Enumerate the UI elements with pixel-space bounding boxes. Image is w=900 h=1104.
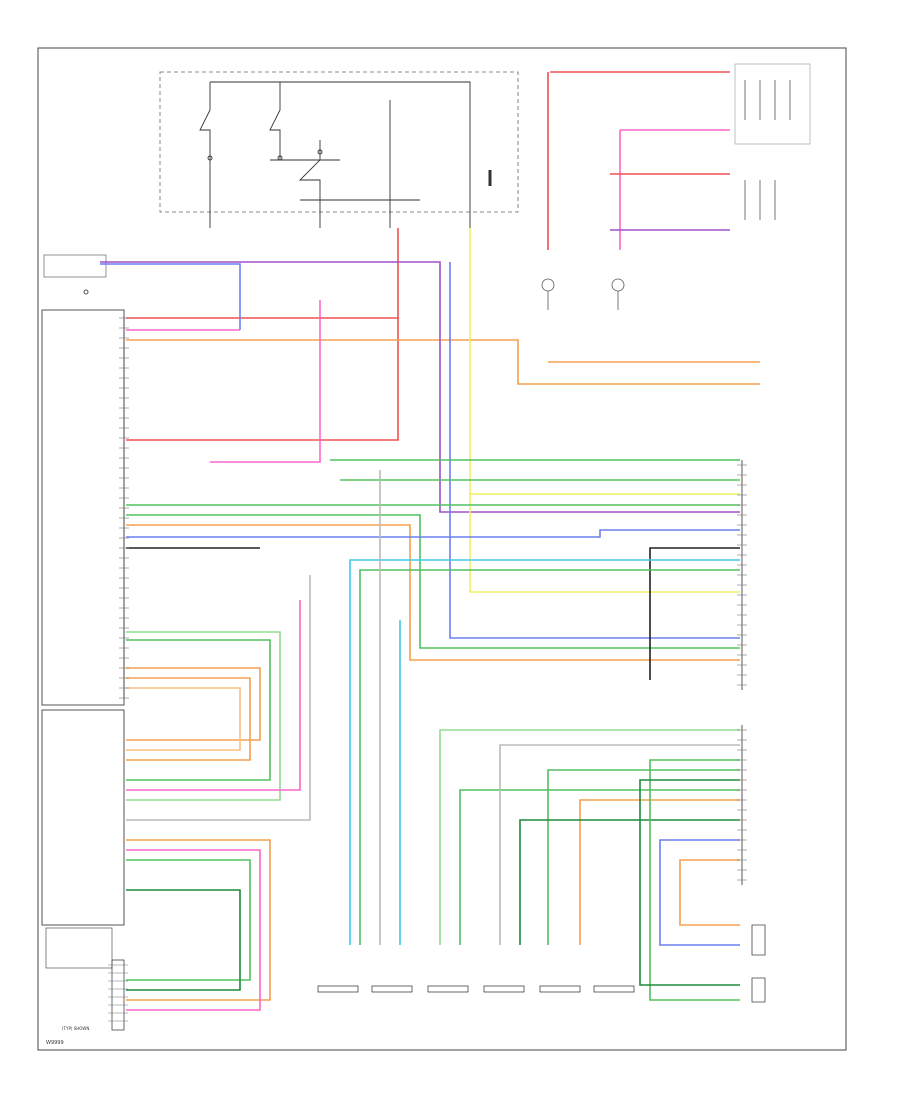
wire-orange-42 (579, 799, 740, 945)
left-front-component-lines (744, 180, 776, 220)
wire-lightorange-32 (126, 687, 241, 751)
wire-pink-16 (210, 300, 321, 463)
navigation-module-box (45, 927, 113, 969)
wire-green-29 (126, 639, 271, 781)
wire-green-37 (126, 859, 251, 981)
navigation-module-pins (111, 959, 125, 1031)
wire-group (100, 71, 760, 1011)
wire-red-7 (126, 228, 399, 441)
bottom-left-caption: (TYP) SHOWN (62, 1026, 89, 1031)
amplifier-module-box (41, 709, 125, 926)
wire-blue-21 (126, 529, 740, 538)
wire-orange-35 (126, 839, 271, 1001)
wire-yellow-15 (469, 494, 740, 593)
wire-yellow-14 (469, 228, 740, 495)
wire-gray-47 (499, 744, 740, 945)
wire-green-40 (459, 789, 740, 945)
bottom-speakers (317, 985, 635, 993)
wire-pink-33 (126, 600, 301, 791)
wire-lightgreen-39 (439, 729, 740, 945)
fuse-box-internals (199, 81, 492, 228)
wire-darkgreen-38 (126, 889, 241, 991)
wire-orange-9 (126, 339, 760, 385)
wire-green-19 (126, 514, 740, 649)
wire-orange-46 (679, 859, 740, 926)
wire-pink-36 (126, 849, 261, 1011)
antenna-ground-point (83, 289, 89, 295)
wire-green-44 (649, 759, 740, 1001)
wire-purple-12 (100, 261, 740, 513)
radio-module-box (41, 309, 125, 706)
frame-code-label: W9999 (46, 1040, 64, 1046)
wire-green-25 (359, 569, 740, 945)
right-front-component-lines (744, 80, 791, 120)
wire-darkgreen-43 (519, 819, 740, 945)
wire-cyan-24 (349, 559, 740, 945)
antenna-connector (43, 254, 107, 278)
diagram-frame (37, 47, 847, 1051)
wire-orange-30 (126, 667, 261, 741)
right-bottom-sensors (751, 924, 766, 1003)
wire-black-23 (649, 547, 740, 680)
wire-darkgreen-49 (639, 779, 740, 986)
fuse-box-outline (159, 71, 519, 213)
wire-gray-34 (126, 575, 311, 821)
right-top-grounds (541, 278, 625, 310)
wire-orange-31 (126, 677, 251, 761)
label-tick-group (108, 317, 747, 1022)
wire-green-41 (547, 769, 740, 945)
wire-blue-11 (100, 263, 241, 330)
wire-orange-20 (126, 524, 740, 661)
wire-blue-13 (449, 262, 740, 639)
wire-blue-45 (659, 839, 740, 946)
right-front-component-box (734, 63, 811, 145)
wire-lightgreen-28 (126, 631, 281, 801)
